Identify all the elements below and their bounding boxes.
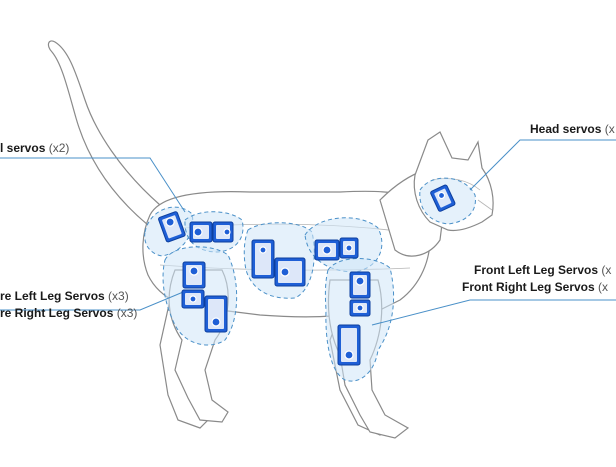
front-left-leg-text: Front Left Leg Servos bbox=[474, 263, 598, 277]
cat-tail bbox=[48, 41, 160, 225]
servo-hip-2 bbox=[213, 222, 233, 242]
front-left-leg-count: (x bbox=[601, 263, 611, 277]
front-right-leg-count: (x bbox=[598, 280, 608, 294]
rear-right-leg-label: re Right Leg Servos (x3) bbox=[0, 306, 137, 320]
rear-right-leg-count: (x3) bbox=[117, 306, 138, 320]
servo-rear-leg-1 bbox=[183, 262, 205, 288]
tail-servos-count: (x2) bbox=[49, 141, 70, 155]
front-right-leg-label: Front Right Leg Servos (x bbox=[462, 280, 608, 294]
head-servos-label: Head servos (x bbox=[530, 122, 615, 136]
servo-rear-leg-3 bbox=[205, 296, 227, 332]
head-servos-text: Head servos bbox=[530, 122, 601, 136]
servo-shoulder-1 bbox=[315, 240, 339, 260]
servo-rear-leg-2 bbox=[182, 290, 204, 308]
rear-left-leg-count: (x3) bbox=[108, 289, 129, 303]
servo-hip-1 bbox=[190, 222, 212, 242]
servo-front-leg-1 bbox=[350, 272, 370, 298]
tail-servos-text: l servos bbox=[0, 141, 45, 155]
rear-left-leg-text: re Left Leg Servos bbox=[0, 289, 105, 303]
servo-body-1 bbox=[252, 240, 274, 278]
servo-front-leg-2 bbox=[350, 300, 370, 316]
tail-servos-label: l servos (x2) bbox=[0, 141, 69, 155]
rear-left-leg-label: re Left Leg Servos (x3) bbox=[0, 289, 129, 303]
front-left-leg-label: Front Left Leg Servos (x bbox=[474, 263, 611, 277]
front-right-leg-text: Front Right Leg Servos bbox=[462, 280, 595, 294]
front-leg-leader-line bbox=[372, 300, 616, 325]
rear-right-leg-text: re Right Leg Servos bbox=[0, 306, 113, 320]
servo-shoulder-2 bbox=[340, 238, 358, 258]
servo-front-leg-3 bbox=[338, 325, 360, 365]
head-leader-line bbox=[470, 140, 616, 190]
servo-body-2 bbox=[275, 258, 305, 286]
head-servos-count: (x bbox=[605, 122, 615, 136]
